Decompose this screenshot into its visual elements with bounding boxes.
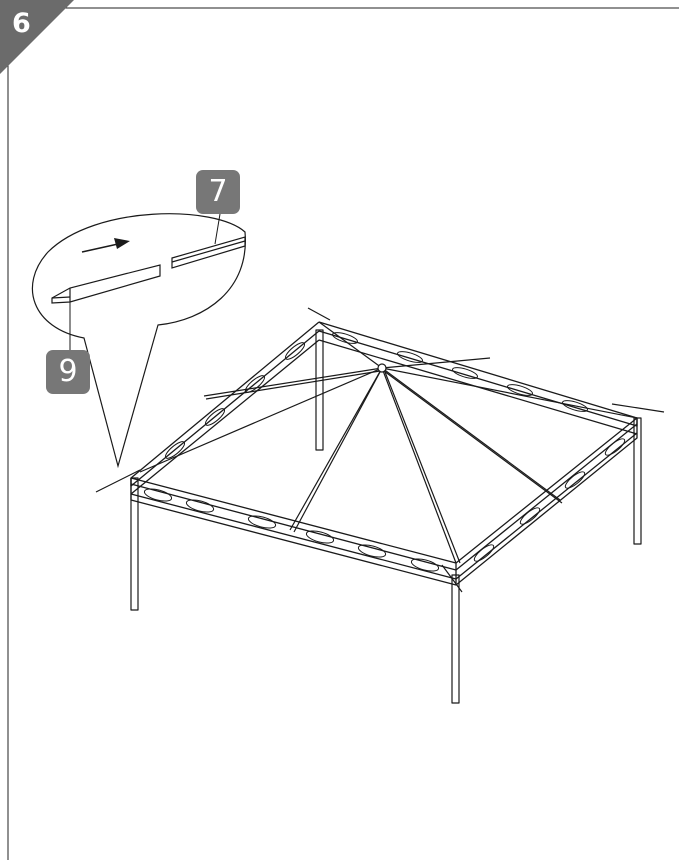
detail-beam-parts [51, 236, 246, 304]
gazebo-corner-caps [95, 307, 665, 593]
gazebo-roof-rafters [139, 321, 638, 564]
callout-leaders [69, 213, 221, 350]
gazebo-frame [95, 307, 665, 704]
gazebo-roof-hub [377, 363, 387, 373]
gazebo-posts [130, 329, 642, 704]
part-callout-7: 7 [196, 170, 240, 214]
step-number: 6 [12, 8, 31, 39]
detail-callout-bubble [31, 213, 246, 469]
step-badge [0, 0, 74, 74]
part-callout-9: 9 [46, 350, 90, 394]
gazebo-perimeter-truss [130, 321, 638, 586]
page-frame [7, 7, 679, 860]
gazebo-ornaments [143, 332, 626, 572]
arrow-right-icon [81, 238, 130, 253]
